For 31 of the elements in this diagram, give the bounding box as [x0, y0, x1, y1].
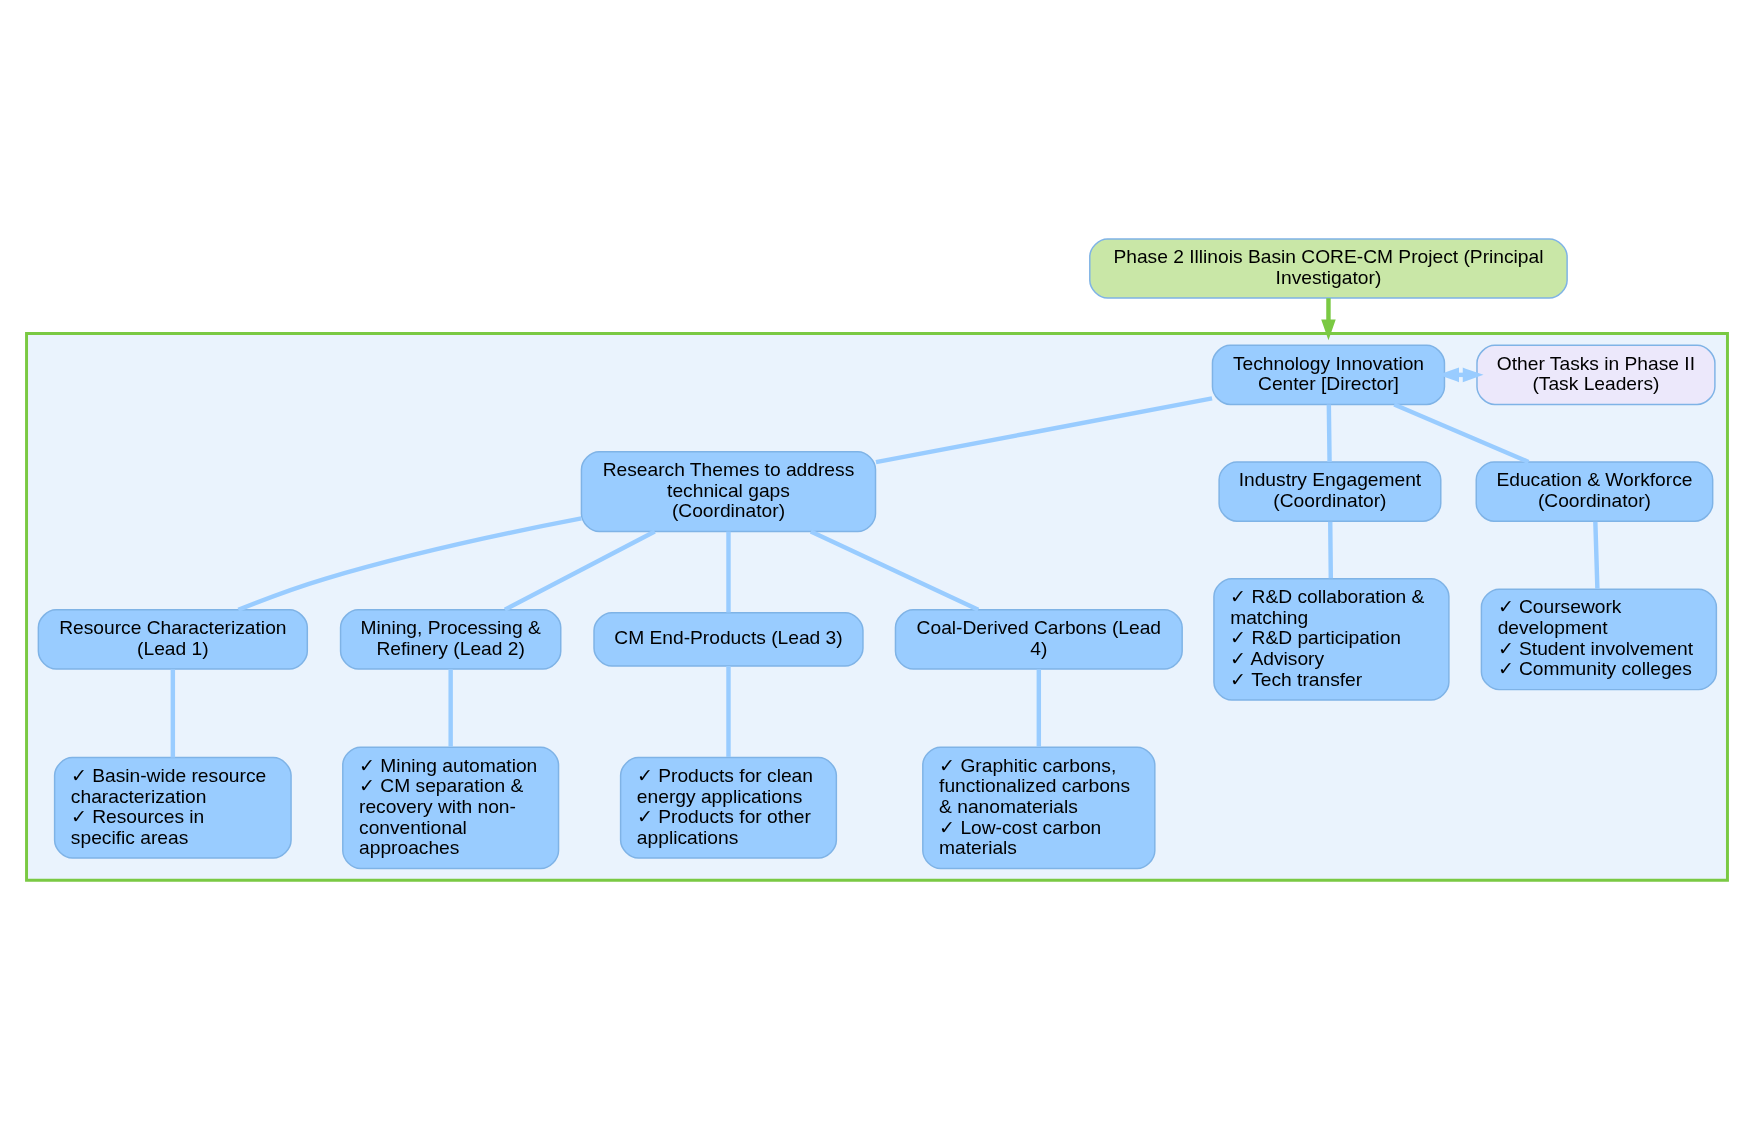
node-box: ✓ Basin-wide resource characterization ✓ Resources in specific areas — [53, 756, 292, 859]
connector — [1328, 521, 1334, 579]
connector — [448, 669, 453, 747]
node-box: Resource Characterization (Lead 1) — [37, 609, 309, 670]
connector — [503, 529, 656, 612]
node-box: Industry Engagement (Coordinator) — [1218, 461, 1442, 522]
connector — [875, 396, 1213, 465]
connector — [170, 669, 176, 758]
node-box: Coal-Derived Carbons (Lead 4) — [894, 609, 1183, 670]
connector — [726, 531, 731, 613]
node-box: Phase 2 Illinois Basin CORE-CM Project (Principal Investigator) — [1089, 238, 1568, 299]
node-box: Research Themes to address technical gaps (Coordinator) — [580, 450, 877, 533]
connector — [1326, 404, 1332, 462]
connector — [237, 516, 582, 612]
connector — [726, 666, 731, 757]
node-box: ✓ R&D collaboration & matching ✓ R&D participation ✓ Advisory ✓ Tech transfer — [1213, 578, 1450, 701]
node-box: ✓ Products for clean energy applications ✓ Products for other applications — [619, 756, 838, 859]
connector — [1393, 402, 1530, 464]
node-box: ✓ Mining automation ✓ CM separation & recovery with non-conventional approaches — [342, 746, 560, 870]
node-box: ✓ Graphitic carbons, functionalized carbons & nanomaterials ✓ Low-cost carbon materials — [922, 746, 1156, 870]
connector — [1036, 669, 1042, 747]
connector — [809, 529, 980, 612]
node-box: Other Tasks in Phase II (Task Leaders) — [1476, 344, 1716, 406]
node-box: Education & Workforce (Coordinator) — [1475, 461, 1714, 522]
connector — [1593, 521, 1600, 589]
arrow — [1321, 298, 1336, 341]
cluster — [25, 332, 1729, 882]
node-box: CM End-Products (Lead 3) — [593, 612, 864, 667]
node-box: Technology Innovation Center [Director] — [1211, 344, 1446, 406]
node-box: ✓ Coursework development ✓ Student involvement ✓ Community colleges — [1480, 588, 1718, 691]
node-box: Mining, Processing & Refinery (Lead 2) — [339, 609, 562, 670]
